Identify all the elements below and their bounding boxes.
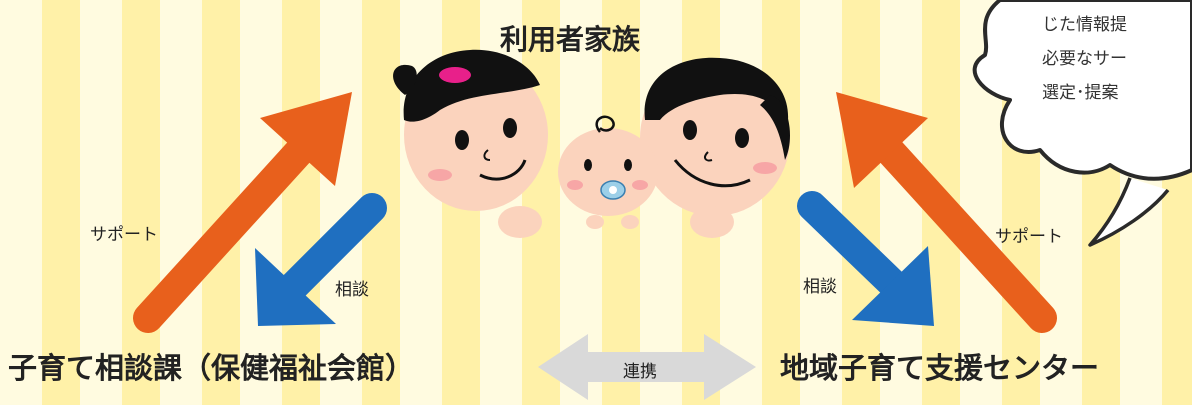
family-title: 利用者家族	[500, 23, 641, 56]
right-consult-arrow	[797, 191, 934, 326]
right-support-label: サポート	[995, 227, 1063, 247]
father-illustration	[640, 57, 790, 216]
link-double-arrow	[538, 334, 756, 400]
right-org-label: 地域子育て支援センター	[780, 351, 1100, 385]
left-org-label: 子育て相談課（保健福祉会館）	[8, 351, 415, 385]
bubble-text: じた情報提 必要なサー 選定･提案	[1042, 8, 1127, 110]
left-consult-arrow	[255, 193, 387, 326]
baby-illustration	[558, 115, 658, 216]
mother-illustration	[393, 49, 548, 211]
bubble-line: 選定･提案	[1042, 83, 1119, 103]
left-support-arrow	[133, 92, 352, 333]
bubble-line: 必要なサー	[1042, 49, 1127, 69]
right-consult-label: 相談	[803, 277, 837, 297]
left-support-label: サポート	[90, 225, 158, 245]
left-consult-label: 相談	[335, 280, 369, 300]
thought-bubble-tail	[1088, 177, 1170, 247]
bubble-line: じた情報提	[1042, 15, 1127, 35]
thought-bubble	[972, 0, 1192, 181]
right-support-arrow	[836, 92, 1057, 333]
hands-illustration	[498, 206, 734, 238]
link-label: 連携	[623, 362, 657, 382]
